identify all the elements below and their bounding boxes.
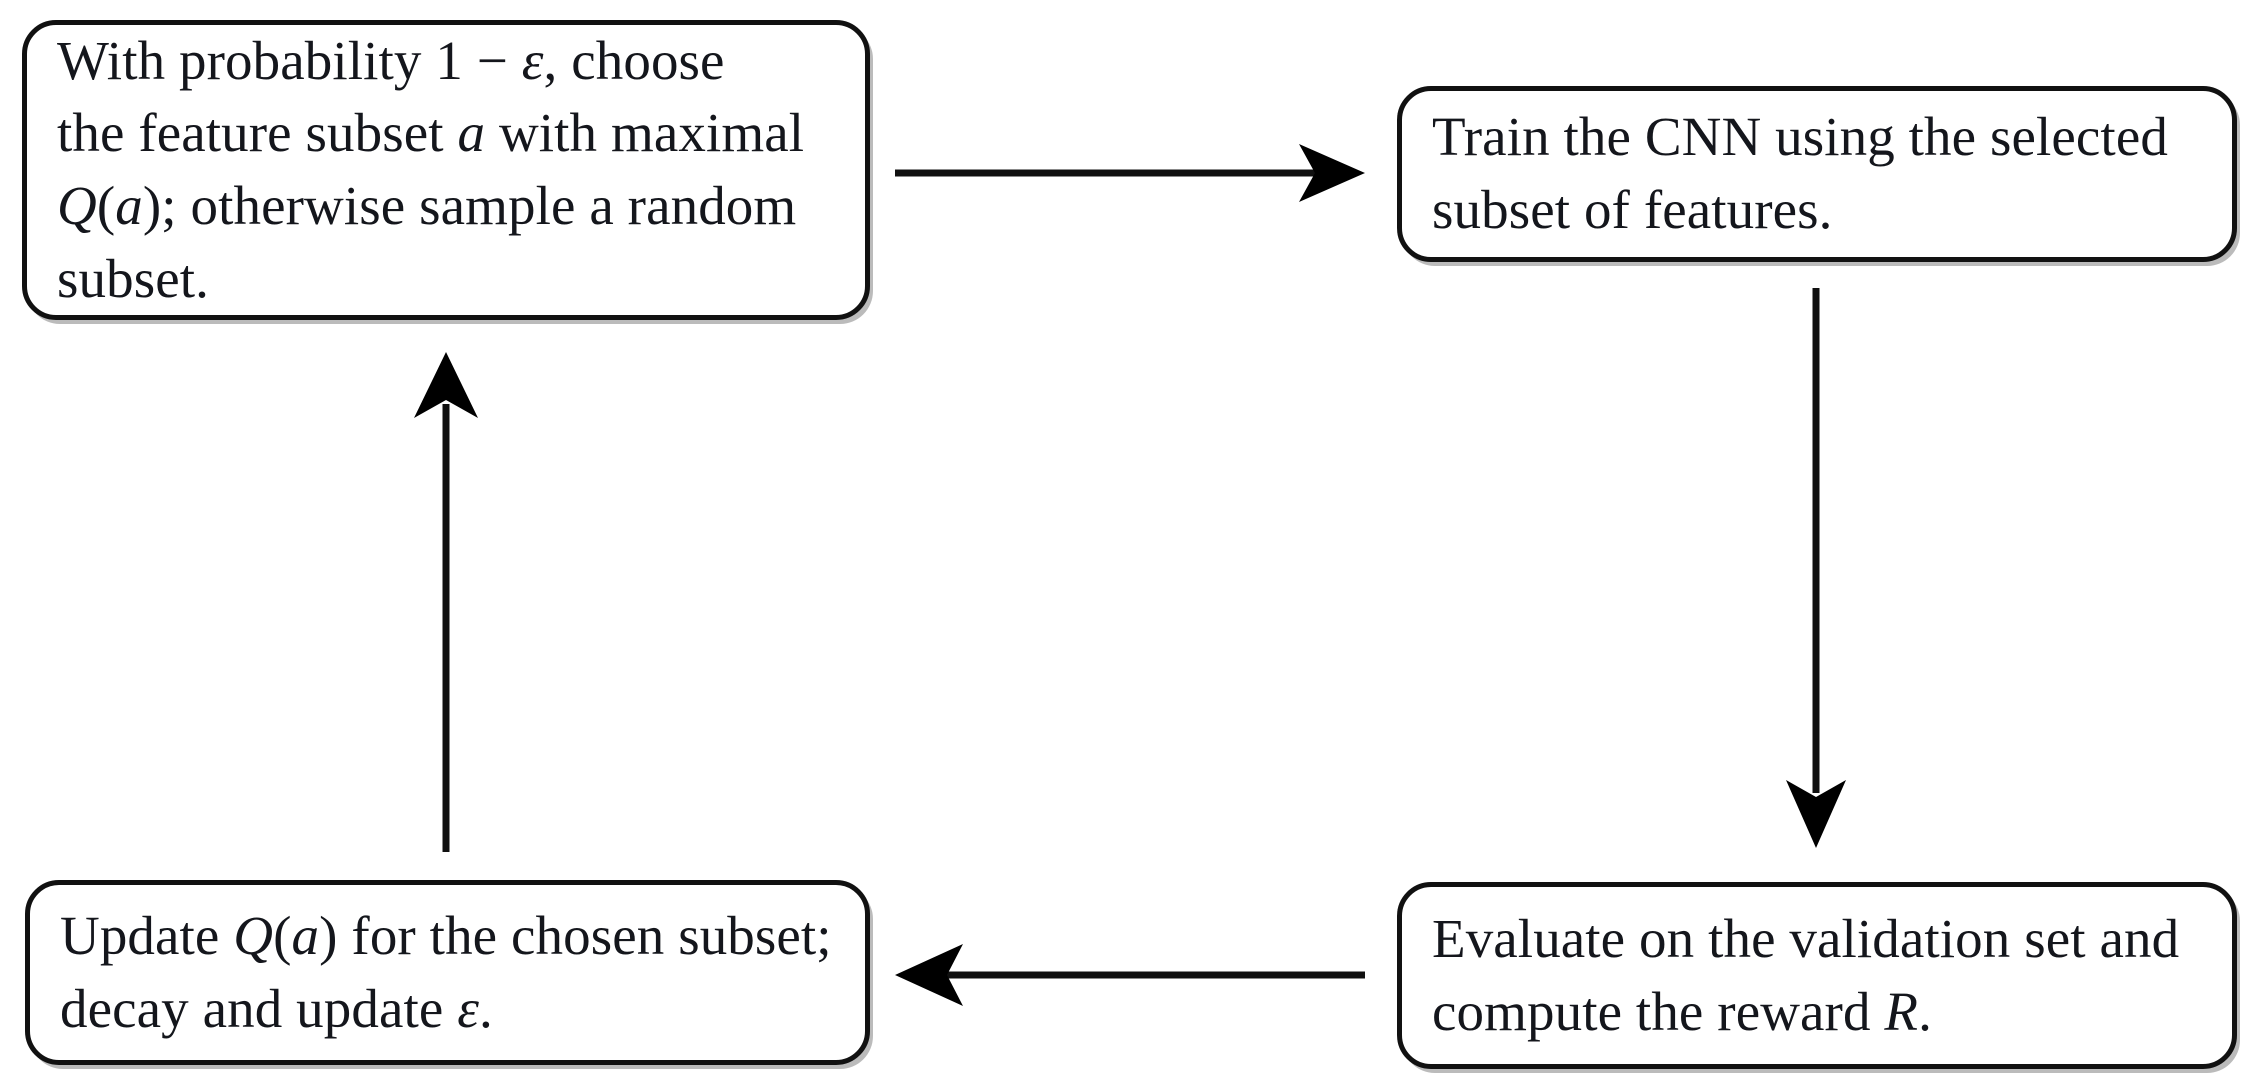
arrow-evaluate-to-update bbox=[895, 942, 1365, 1012]
node-update-q-value-text: Update Q(a) for the chosen subset; decay… bbox=[60, 904, 832, 1039]
arrow-policy-to-train bbox=[895, 140, 1365, 210]
node-evaluate-reward[interactable]: Evaluate on the validation set and compu… bbox=[1397, 882, 2237, 1069]
node-train-cnn-text: Train the CNN using the selected subset … bbox=[1432, 106, 2168, 240]
node-update-q-value[interactable]: Update Q(a) for the chosen subset; decay… bbox=[25, 880, 870, 1065]
arrow-update-to-policy bbox=[410, 352, 482, 852]
node-evaluate-reward-text: Evaluate on the validation set and compu… bbox=[1432, 907, 2180, 1042]
arrow-train-to-evaluate bbox=[1780, 288, 1852, 848]
node-policy-selection[interactable]: With probability 1 − ε, choose the featu… bbox=[22, 20, 870, 320]
node-train-cnn[interactable]: Train the CNN using the selected subset … bbox=[1397, 86, 2237, 262]
node-policy-selection-text: With probability 1 − ε, choose the featu… bbox=[57, 29, 805, 309]
